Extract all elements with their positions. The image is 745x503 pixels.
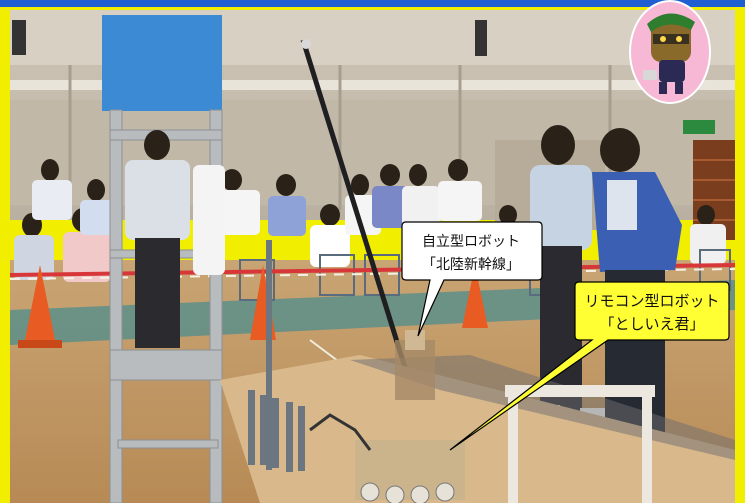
- top-blue-bar: [0, 0, 745, 7]
- shelf-unit: [693, 140, 735, 240]
- callout-remote-robot: リモコン型ロボット 「としいえ君」: [449, 281, 730, 451]
- mascot-leaf-hat: [647, 13, 695, 32]
- wall-speaker-left: [12, 20, 26, 55]
- blue-panel: [102, 15, 222, 111]
- callout-autonomous-line2: 「北陸新幹線」: [422, 256, 520, 273]
- small-robot-arm: [309, 413, 372, 451]
- mascot-body: [659, 60, 685, 82]
- traffic-cone-right: [462, 265, 488, 328]
- audience-group: [14, 159, 726, 282]
- standing-student-left: [125, 130, 190, 348]
- wooden-stand-top: [505, 385, 655, 397]
- exit-sign: [683, 120, 715, 134]
- callout-remote-line1: リモコン型ロボット: [584, 292, 719, 310]
- callout-autonomous-robot: 自立型ロボット 「北陸新幹線」: [401, 221, 543, 337]
- standing-student-middle: [193, 165, 225, 275]
- mascot-controller: [643, 70, 657, 80]
- gymnasium-photo: 自立型ロボット 「北陸新幹線」 リモコン型ロボット 「としいえ君」: [10, 10, 735, 503]
- traffic-cone-left: [24, 265, 56, 345]
- mascot-badge: [629, 0, 711, 104]
- window-ledge: [10, 80, 735, 90]
- wall-speaker-right: [475, 20, 487, 56]
- remote-control-robot: [355, 440, 465, 503]
- autonomous-robot: [395, 330, 435, 400]
- aluminum-tower: [109, 109, 223, 503]
- callout-autonomous-line1: 自立型ロボット: [422, 234, 520, 250]
- course-posts: [248, 240, 305, 472]
- callout-remote-line2: 「としいえ君」: [599, 315, 704, 333]
